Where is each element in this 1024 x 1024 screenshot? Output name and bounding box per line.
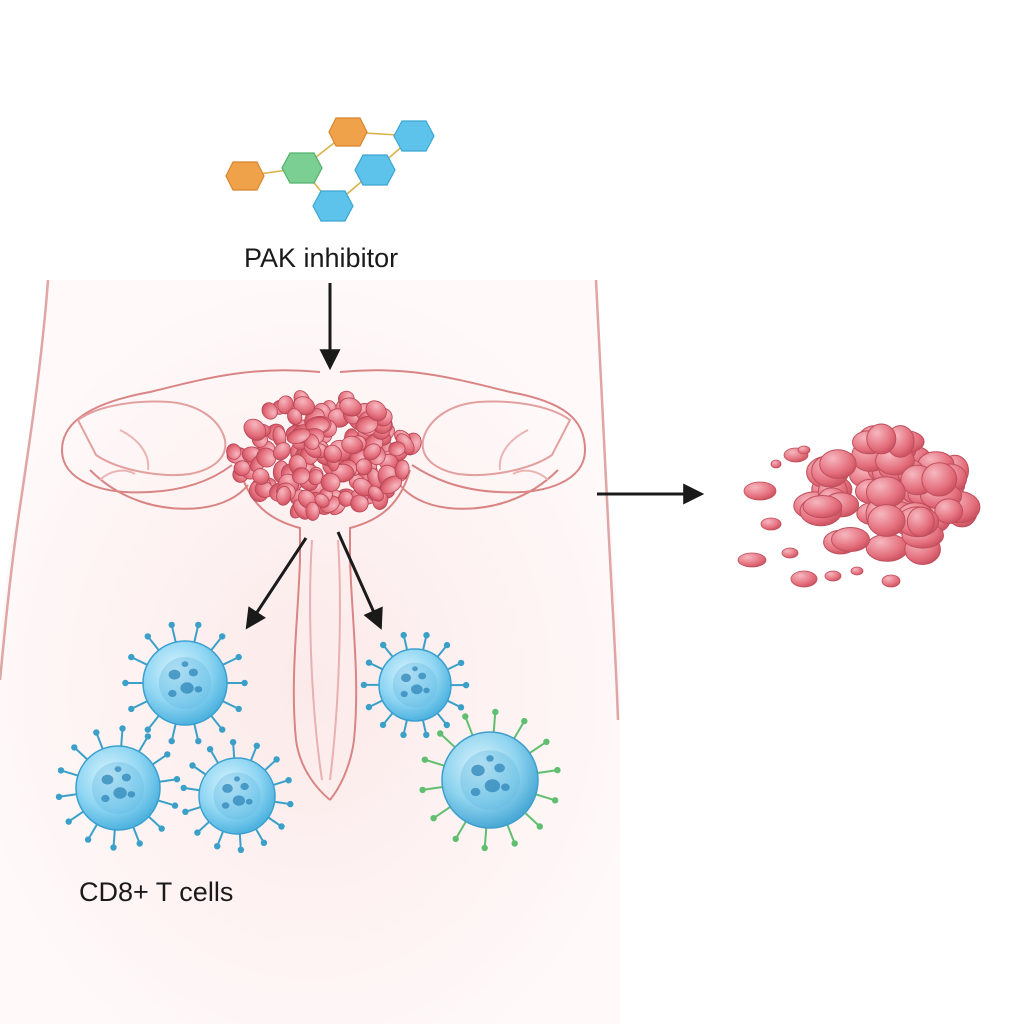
arrow-down-right-icon [336, 531, 383, 630]
arrow-down-left-icon [245, 537, 308, 630]
molecule-node-orange [328, 117, 368, 147]
cell-type-label: CD8+ T cells [79, 877, 234, 907]
tumor-cluster-icon [737, 423, 981, 588]
tumor-mass-icon [226, 390, 422, 521]
arrows [245, 283, 705, 630]
t-cell-icon [122, 621, 248, 745]
molecule-node-blue [354, 154, 396, 186]
molecule-node-blue [312, 190, 354, 222]
t-cell-icon [55, 725, 181, 851]
molecule-node-green [281, 152, 323, 184]
molecule-icon [225, 117, 435, 222]
molecule-node-blue [393, 120, 435, 152]
drug-label: PAK inhibitor [244, 243, 399, 273]
molecule-node-orange [225, 161, 265, 191]
t-cell-icon [360, 631, 470, 739]
t-cell-icon [180, 739, 294, 853]
uterus-outline [60, 369, 587, 801]
t-cell-icon [419, 708, 561, 852]
t-cells [55, 621, 561, 853]
